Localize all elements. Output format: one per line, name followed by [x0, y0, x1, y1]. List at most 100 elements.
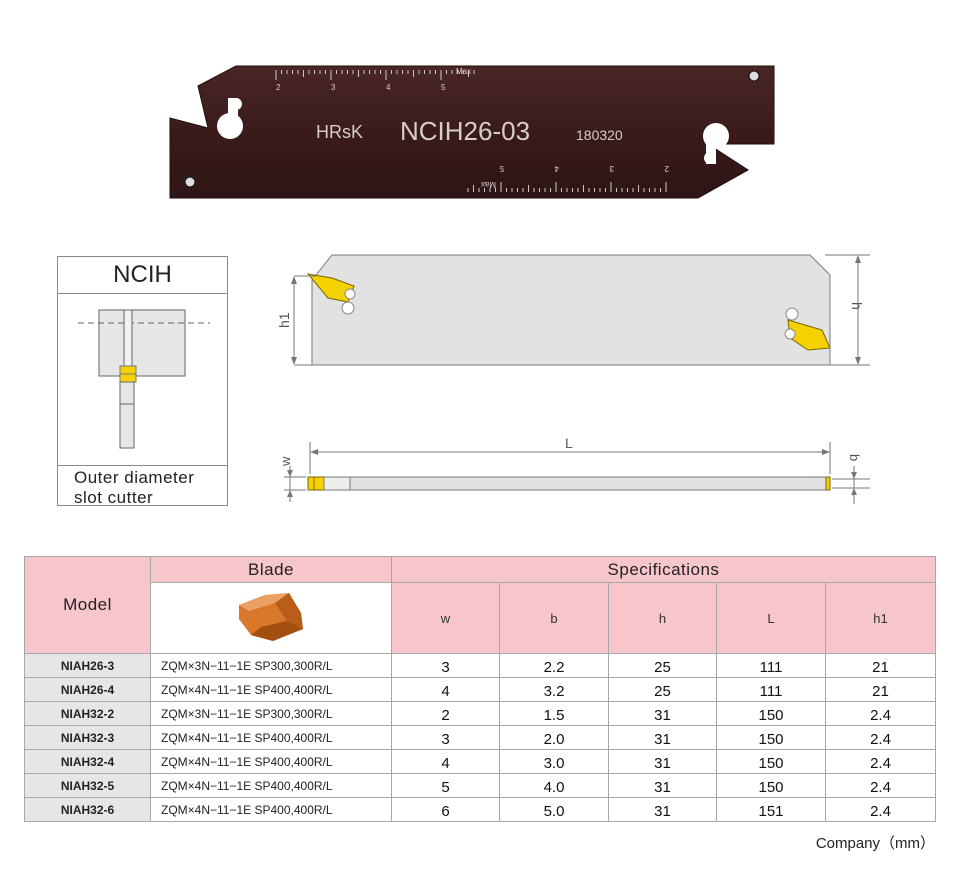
dim-L-label: L: [565, 435, 573, 451]
ncih-caption: Outer diameter slot cutter: [58, 465, 227, 508]
table-row: NIAH26-3 ZQM×3N−11−1E SP300,300R/L 3 2.2…: [24, 653, 936, 678]
L-cell: 150: [716, 725, 826, 750]
insert-icon: [239, 592, 303, 641]
h1-cell: 2.4: [825, 701, 936, 726]
blade-insert-image: [150, 582, 392, 654]
spec-col-b: b: [499, 582, 609, 654]
model-cell: NIAH32-2: [24, 701, 151, 726]
w-cell: 4: [391, 677, 500, 702]
spec-col-h: h: [608, 582, 717, 654]
b-cell: 3.2: [499, 677, 609, 702]
h-cell: 31: [608, 773, 717, 798]
model-cell: NIAH32-4: [24, 749, 151, 774]
L-cell: 150: [716, 773, 826, 798]
h-cell: 25: [608, 653, 717, 678]
brand-engraving: HRsK: [316, 122, 363, 142]
scale-bottom-label-max: Max: [481, 180, 496, 189]
L-cell: 150: [716, 701, 826, 726]
w-cell: 2: [391, 701, 500, 726]
table-row: NIAH32-3 ZQM×4N−11−1E SP400,400R/L 3 2.0…: [24, 725, 936, 750]
h1-cell: 2.4: [825, 797, 936, 822]
scale-bottom-label-2: 2: [664, 164, 669, 173]
h-cell: 31: [608, 701, 717, 726]
scale-top-label-max: Max: [456, 67, 471, 76]
h1-cell: 21: [825, 677, 936, 702]
blade-cell: ZQM×4N−11−1E SP400,400R/L: [150, 725, 392, 750]
table-row: NIAH32-4 ZQM×4N−11−1E SP400,400R/L 4 3.0…: [24, 749, 936, 774]
blade-drawing-side: L w b: [278, 435, 870, 504]
model-header: Model: [24, 556, 151, 654]
ncih-caption-line2: slot cutter: [74, 488, 154, 507]
h-cell: 31: [608, 749, 717, 774]
L-cell: 111: [716, 677, 826, 702]
spec-col-L: L: [716, 582, 826, 654]
h-cell: 31: [608, 725, 717, 750]
left-insert: [306, 273, 356, 315]
b-cell: 2.2: [499, 653, 609, 678]
blade-cell: ZQM×4N−11−1E SP400,400R/L: [150, 773, 392, 798]
h1-cell: 2.4: [825, 749, 936, 774]
unit-footer: Company（mm）: [815, 835, 935, 852]
w-cell: 5: [391, 773, 500, 798]
blade-photo: 2 3 4 5 Max Max 5 4 3 2 HRsK NCIH26-03 1…: [169, 65, 775, 199]
ncih-box: NCIH Outer diameter slot cutter: [57, 256, 228, 508]
dim-w-label: w: [278, 456, 293, 467]
ncih-caption-line1: Outer diameter: [74, 468, 195, 487]
spec-col-h1: h1: [825, 582, 936, 654]
spec-table: Model Blade Specifications w b h L h1 NI…: [24, 556, 936, 822]
model-cell: NIAH26-4: [24, 677, 151, 702]
model-engraving: NCIH26-03: [400, 116, 530, 146]
b-cell: 2.0: [499, 725, 609, 750]
right-notch: [703, 123, 729, 164]
model-cell: NIAH32-5: [24, 773, 151, 798]
scale-bottom-label-3: 3: [609, 164, 614, 173]
h-cell: 25: [608, 677, 717, 702]
blade-cell: ZQM×3N−11−1E SP300,300R/L: [150, 701, 392, 726]
right-insert: [784, 307, 831, 351]
b-cell: 4.0: [499, 773, 609, 798]
dim-h-label: h: [849, 302, 865, 310]
ncih-title: NCIH: [58, 257, 227, 294]
b-cell: 1.5: [499, 701, 609, 726]
scale-top-label-5: 5: [441, 83, 446, 92]
model-cell: NIAH32-3: [24, 725, 151, 750]
scale-top-label-3: 3: [331, 83, 336, 92]
blade-header: Blade: [150, 556, 392, 583]
model-cell: NIAH26-3: [24, 653, 151, 678]
table-row: NIAH32-5 ZQM×4N−11−1E SP400,400R/L 5 4.0…: [24, 773, 936, 798]
model-cell: NIAH32-6: [24, 797, 151, 822]
scale-bottom-label-5: 5: [499, 164, 504, 173]
scale-top-label-2: 2: [276, 83, 281, 92]
specs-header: Specifications: [391, 556, 936, 583]
w-cell: 3: [391, 725, 500, 750]
h1-cell: 2.4: [825, 725, 936, 750]
scale-top-label-4: 4: [386, 83, 391, 92]
spec-col-w: w: [391, 582, 500, 654]
blade-cell: ZQM×4N−11−1E SP400,400R/L: [150, 677, 392, 702]
blade-drawing-top: h1 h: [276, 254, 870, 366]
dim-b-label: b: [847, 454, 862, 461]
left-notch: [217, 98, 243, 139]
w-cell: 4: [391, 749, 500, 774]
h1-cell: 21: [825, 653, 936, 678]
L-cell: 151: [716, 797, 826, 822]
w-cell: 3: [391, 653, 500, 678]
h1-cell: 2.4: [825, 773, 936, 798]
scale-top: [275, 70, 475, 80]
serial-engraving: 180320: [576, 127, 623, 143]
b-cell: 5.0: [499, 797, 609, 822]
table-row: NIAH26-4 ZQM×4N−11−1E SP400,400R/L 4 3.2…: [24, 677, 936, 702]
L-cell: 111: [716, 653, 826, 678]
scale-bottom-label-4: 4: [554, 164, 559, 173]
table-row: NIAH32-6 ZQM×4N−11−1E SP400,400R/L 6 5.0…: [24, 797, 936, 822]
ncih-diagram: [78, 309, 210, 449]
h-cell: 31: [608, 797, 717, 822]
scale-bottom: [467, 182, 667, 192]
b-cell: 3.0: [499, 749, 609, 774]
blade-cell: ZQM×4N−11−1E SP400,400R/L: [150, 797, 392, 822]
w-cell: 6: [391, 797, 500, 822]
L-cell: 150: [716, 749, 826, 774]
blade-cell: ZQM×3N−11−1E SP300,300R/L: [150, 653, 392, 678]
blade-cell: ZQM×4N−11−1E SP400,400R/L: [150, 749, 392, 774]
dim-h1-label: h1: [276, 312, 292, 328]
